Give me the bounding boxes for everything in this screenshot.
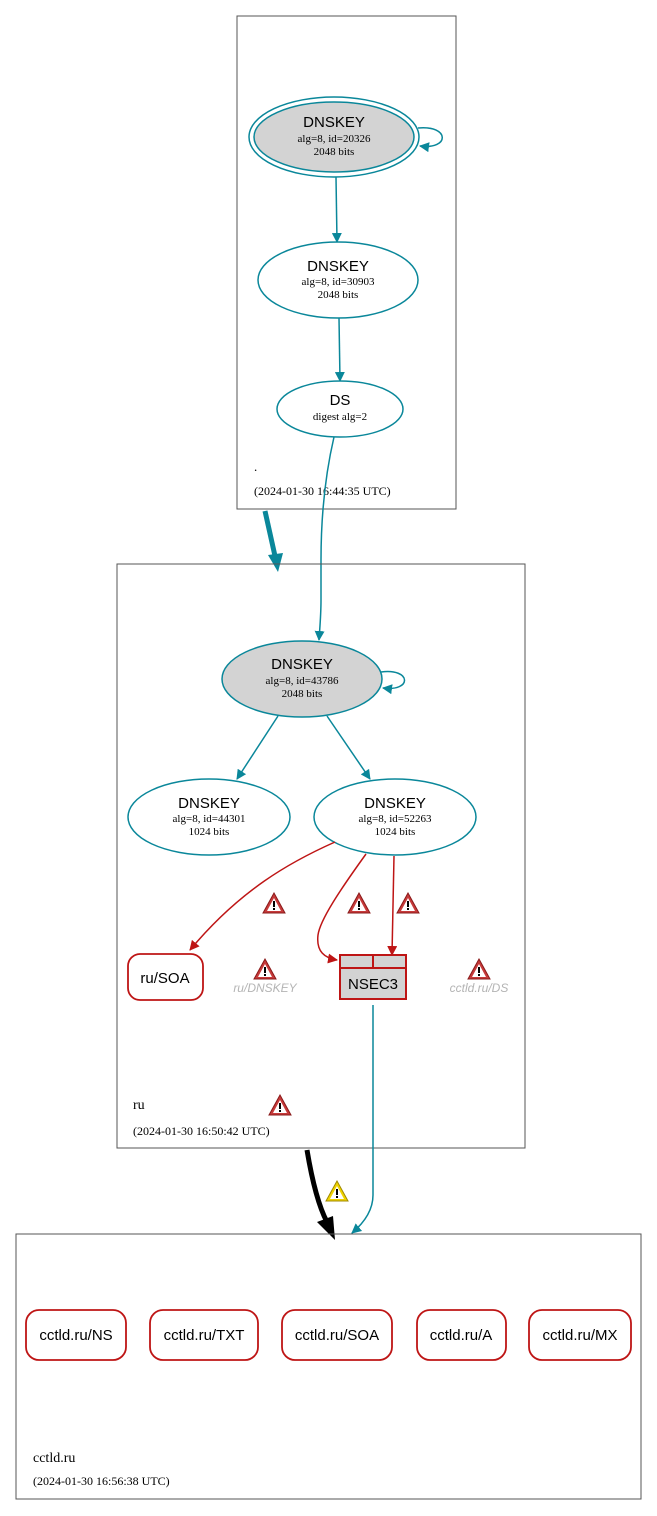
edge-warning-icon[interactable]: [262, 892, 286, 914]
edge-root-zsk-ds: [334, 317, 345, 382]
node-cctld-ds-missing[interactable]: cctld.ru/DS: [450, 958, 509, 995]
node-ru-ksk[interactable]: DNSKEY alg=8, id=43786 2048 bits: [221, 640, 383, 718]
node-detail: 2048 bits: [282, 688, 323, 700]
node-detail: 1024 bits: [375, 826, 416, 838]
node-detail: alg=8, id=30903: [302, 276, 375, 288]
edge-delegation-root-ru: [262, 510, 278, 557]
node-title: cctld.ru/TXT: [164, 1327, 245, 1344]
node-title: cctld.ru/MX: [542, 1327, 617, 1344]
node-cctld-soa[interactable]: cctld.ru/SOA: [281, 1309, 393, 1361]
zone-cctld-label: cctld.ru: [33, 1451, 75, 1466]
node-detail: 1024 bits: [189, 826, 230, 838]
zone-ru-timestamp: (2024-01-30 16:50:42 UTC): [133, 1124, 270, 1138]
node-detail: alg=8, id=43786: [266, 675, 339, 687]
zone-root-timestamp: (2024-01-30 16:44:35 UTC): [254, 484, 391, 498]
node-root-ksk[interactable]: DNSKEY alg=8, id=20326 2048 bits: [248, 96, 420, 178]
warning-icon: [253, 958, 277, 980]
node-title: DNSKEY: [364, 795, 426, 812]
node-title: cctld.ru/SOA: [295, 1327, 379, 1344]
node-title: cctld.ru/DS: [450, 981, 509, 995]
node-root-zsk[interactable]: DNSKEY alg=8, id=30903 2048 bits: [257, 241, 419, 319]
node-cctld-ns[interactable]: cctld.ru/NS: [25, 1309, 127, 1361]
node-title: NSEC3: [348, 976, 398, 993]
node-root-ds[interactable]: DS digest alg=2: [276, 380, 404, 438]
edge-root-ksk-zsk: [331, 176, 342, 243]
edge-delegation-ru-cctld: [304, 1149, 330, 1224]
node-cctld-txt[interactable]: cctld.ru/TXT: [149, 1309, 259, 1361]
node-title: DNSKEY: [178, 795, 240, 812]
node-title: cctld.ru/NS: [39, 1327, 112, 1344]
node-ru-zsk-44301[interactable]: DNSKEY alg=8, id=44301 1024 bits: [127, 778, 291, 856]
node-cctld-mx[interactable]: cctld.ru/MX: [528, 1309, 632, 1361]
edge-delegation-root-ru-head: [268, 553, 283, 572]
node-cctld-a[interactable]: cctld.ru/A: [416, 1309, 507, 1361]
edge-warning-icon[interactable]: [396, 892, 420, 914]
node-title: DS: [330, 392, 351, 409]
node-title: cctld.ru/A: [430, 1327, 493, 1344]
node-title: DNSKEY: [271, 656, 333, 673]
node-detail: 2048 bits: [314, 146, 355, 158]
edge-delegation-ru-cctld-head: [317, 1216, 335, 1240]
zone-root: . (2024-01-30 16:44:35 UTC): [236, 15, 457, 510]
edge-nsec3-cctld: [351, 1005, 374, 1234]
warning-icon: [467, 958, 491, 980]
node-detail: 2048 bits: [318, 289, 359, 301]
zone-ru: ru (2024-01-30 16:50:42 UTC): [116, 563, 526, 1149]
zone-root-label: .: [254, 459, 257, 474]
node-ru-soa[interactable]: ru/SOA: [127, 953, 204, 1001]
edge-ru-ksk-zsk2: [326, 715, 371, 780]
zone-cctld: cctld.ru (2024-01-30 16:56:38 UTC): [15, 1233, 642, 1500]
edge-self-sign: [417, 127, 443, 153]
node-title: DNSKEY: [307, 258, 369, 275]
zone-ru-label: ru: [133, 1098, 145, 1113]
node-ru-zsk-52263[interactable]: DNSKEY alg=8, id=52263 1024 bits: [313, 778, 477, 856]
edge-zsk2-nsec3-b: [387, 855, 398, 956]
node-nsec3[interactable]: NSEC3: [339, 954, 407, 1000]
edge-ru-ksk-zsk1: [236, 715, 279, 780]
node-title: ru/DNSKEY: [233, 981, 297, 995]
edge-self-sign: [380, 670, 406, 695]
node-ru-dnskey-missing[interactable]: ru/DNSKEY: [233, 958, 298, 995]
node-detail: alg=8, id=44301: [173, 813, 246, 825]
edge-warning-icon[interactable]: [347, 892, 371, 914]
node-detail: digest alg=2: [313, 411, 367, 423]
node-title: DNSKEY: [303, 114, 365, 131]
zone-cctld-timestamp: (2024-01-30 16:56:38 UTC): [33, 1474, 170, 1488]
zone-ru-warning-icon[interactable]: [268, 1094, 292, 1116]
node-title: ru/SOA: [140, 970, 189, 987]
edge-zsk2-soa: [189, 841, 336, 951]
edge-zsk2-nsec3-a: [317, 853, 367, 964]
delegation-warning-icon[interactable]: [325, 1180, 349, 1202]
node-detail: alg=8, id=20326: [298, 133, 371, 145]
node-detail: alg=8, id=52263: [359, 813, 432, 825]
edge-ds-ru-ksk: [314, 436, 335, 641]
